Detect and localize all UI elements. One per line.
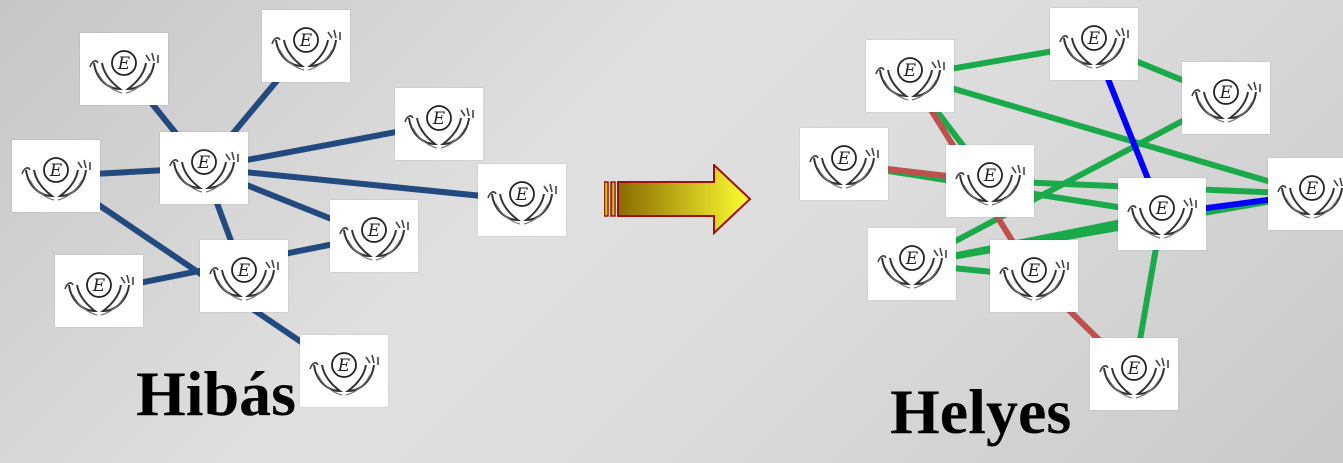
hands-logo-icon: E <box>955 162 1025 206</box>
svg-text:E: E <box>299 31 313 51</box>
star-node: E <box>200 240 288 312</box>
svg-text:E: E <box>1219 83 1233 103</box>
mesh-node: E <box>866 40 954 112</box>
hands-logo-icon: E <box>1277 175 1343 219</box>
star-node: E <box>160 132 248 204</box>
hands-logo-icon: E <box>999 257 1069 301</box>
hands-logo-icon: E <box>877 245 947 289</box>
svg-text:E: E <box>1087 29 1101 49</box>
hands-logo-icon: E <box>1127 195 1197 239</box>
hands-logo-icon: E <box>1099 355 1169 399</box>
star-node: E <box>478 164 566 236</box>
hands-logo-icon: E <box>1059 25 1129 69</box>
hands-logo-icon: E <box>89 50 159 94</box>
hands-logo-icon: E <box>309 352 379 396</box>
star-node: E <box>395 88 483 160</box>
svg-text:E: E <box>117 54 131 74</box>
hands-logo-icon: E <box>339 217 409 261</box>
svg-text:E: E <box>197 153 211 173</box>
mesh-node: E <box>1118 178 1206 250</box>
star-node: E <box>12 140 100 212</box>
mesh-node: E <box>1050 8 1138 80</box>
caption-correct: Helyes <box>890 376 1072 447</box>
svg-text:E: E <box>237 261 251 281</box>
hands-logo-icon: E <box>404 105 474 149</box>
caption-wrong: Hibás <box>136 358 297 429</box>
hands-logo-icon: E <box>1191 79 1261 123</box>
mesh-node: E <box>1268 158 1343 230</box>
svg-text:E: E <box>1305 179 1319 199</box>
hands-logo-icon: E <box>21 157 91 201</box>
mesh-node: E <box>990 240 1078 312</box>
svg-text:E: E <box>837 149 851 169</box>
mesh-link-green <box>909 95 1229 267</box>
svg-text:E: E <box>49 161 63 181</box>
star-node: E <box>262 10 350 82</box>
svg-text:E: E <box>337 356 351 376</box>
mesh-node: E <box>1182 62 1270 134</box>
hands-logo-icon: E <box>169 149 239 193</box>
star-node: E <box>300 335 388 407</box>
mesh-link-green <box>907 73 1315 197</box>
hands-logo-icon: E <box>487 181 557 225</box>
svg-text:E: E <box>432 109 446 129</box>
hands-logo-icon: E <box>64 272 134 316</box>
svg-text:E: E <box>1027 261 1041 281</box>
mesh-node: E <box>868 228 956 300</box>
svg-text:E: E <box>367 221 381 241</box>
star-link <box>201 165 525 203</box>
svg-text:E: E <box>983 166 997 186</box>
mesh-node: E <box>1090 338 1178 410</box>
star-node: E <box>55 255 143 327</box>
mesh-node: E <box>800 128 888 200</box>
svg-text:E: E <box>905 249 919 269</box>
mesh-node: E <box>946 145 1034 217</box>
svg-text:E: E <box>92 276 106 296</box>
star-node: E <box>330 200 418 272</box>
svg-text:E: E <box>1127 359 1141 379</box>
hands-logo-icon: E <box>209 257 279 301</box>
hands-logo-icon: E <box>271 27 341 71</box>
svg-text:E: E <box>515 185 529 205</box>
star-node: E <box>80 33 168 105</box>
svg-text:E: E <box>903 61 917 81</box>
hands-logo-icon: E <box>809 145 879 189</box>
svg-text:E: E <box>1155 199 1169 219</box>
arrow-right-icon <box>604 164 752 236</box>
hands-logo-icon: E <box>875 57 945 101</box>
